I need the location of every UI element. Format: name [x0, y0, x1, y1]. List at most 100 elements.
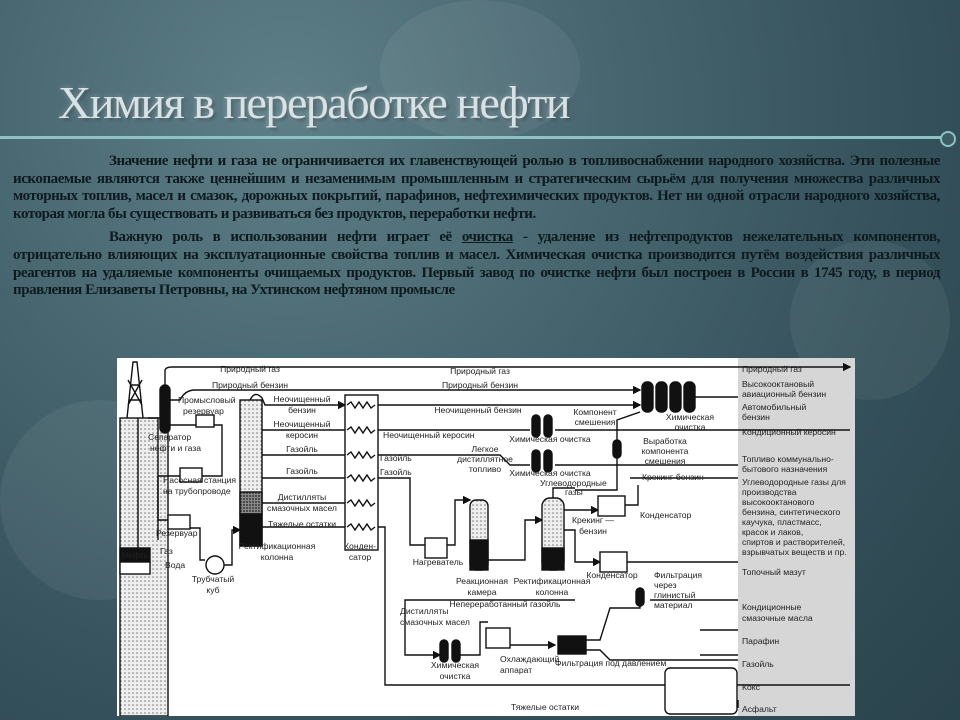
diagram-label: топливо [469, 464, 502, 474]
paragraph-1: Значение нефти и газа не ограничивается … [13, 153, 940, 222]
diagram-label: камера [468, 587, 497, 597]
diagram-label: бензин [288, 405, 316, 415]
divider-dot [940, 131, 956, 147]
diagram-label: бензин [579, 526, 607, 536]
background-bubble [380, 0, 580, 140]
outputs-column [738, 358, 855, 716]
diagram-label: Природный газ [450, 366, 510, 376]
field-reservoir [195, 414, 215, 428]
diagram-label: Дистилляты [400, 606, 448, 616]
refining-link[interactable]: очистка [461, 229, 513, 246]
cooling-apparatus [485, 627, 511, 649]
output-product-label: Природный газ [742, 364, 802, 374]
paragraph-2: Важную роль в использовании нефти играет… [13, 229, 940, 299]
diagram-label: Газойль [286, 444, 318, 454]
diagram-label: Неочищенный [273, 419, 330, 429]
condenser-2 [597, 495, 626, 517]
diagram-label: газы [565, 487, 583, 497]
diagram-label: Сепаратор [148, 432, 191, 442]
diagram-label: Природный бензин [212, 380, 288, 390]
diagram-label: смешения [645, 456, 686, 466]
output-product-label: бензина, синтетического [742, 507, 840, 517]
diagram-label: Тяжелые остатки [268, 519, 336, 529]
output-product-label: авиационный бензин [742, 389, 826, 399]
diagram-label: Неочищенный бензин [434, 405, 522, 415]
output-product-label: Высокооктановый [742, 379, 814, 389]
diagram-label: очистка [675, 422, 706, 432]
pressure-filter [557, 635, 587, 655]
diagram-label: смешения [575, 417, 616, 427]
diagram-label: Нефть [122, 550, 149, 560]
diagram-label: керосин [286, 430, 318, 440]
diagram-label: Конден- [344, 541, 376, 551]
diagram-label: резервуар [183, 406, 224, 416]
output-product-label: Асфальт [742, 704, 777, 714]
diagram-label: Крекинг — [572, 515, 614, 525]
diagram-label: Химическая [666, 412, 715, 422]
diagram-label: дистиллятное [457, 454, 513, 464]
diagram-label: Дистилляты [278, 492, 326, 502]
diagram-label: Газойль [380, 453, 412, 463]
diagram-label: Компонент [573, 407, 616, 417]
output-product-label: Парафин [742, 636, 779, 646]
diagram-label: очистка [440, 671, 471, 681]
diagram-label: колонна [536, 587, 569, 597]
diagram-label: Трубчатый [192, 574, 235, 584]
diagram-label: на трубопроводе [163, 486, 231, 496]
diagram-label: Фильтрация под давлением [555, 658, 666, 668]
diagram-outputs: Природный газВысокооктановыйавиационный … [742, 364, 847, 714]
diagram-label: Промысловый [178, 395, 236, 405]
diagram-label: Крекинг-бензин [642, 472, 704, 482]
output-product-label: Кондиционный керосин [742, 427, 836, 437]
diagram-label: Химическая очистка [509, 434, 591, 444]
diagram-label: смазочных масел [400, 617, 470, 627]
oil-derrick-icon [126, 361, 144, 419]
diagram-label: компонента [642, 446, 689, 456]
diagram-label: сатор [349, 552, 372, 562]
diagram-label: Газойль [380, 467, 412, 477]
diagram-label: Ректификационная [514, 576, 591, 586]
output-product-label: Углеводородные газы для [742, 477, 846, 487]
output-product-label: бензин [742, 412, 770, 422]
output-product-label: красок и лаков, [742, 527, 803, 537]
reservoir [167, 514, 191, 530]
diagram-label: Химическая [431, 660, 480, 670]
diagram-label: Природный бензин [442, 380, 518, 390]
output-product-label: Топливо коммунально- [742, 454, 834, 464]
output-product-label: каучука, пластмасс, [742, 517, 822, 527]
output-product-label: производства [742, 487, 797, 497]
diagram-label: Углеводородные [540, 478, 607, 488]
output-product-label: Топочный мазут [742, 567, 806, 577]
diagram-label: Ректификационная [239, 541, 316, 551]
diagram-label: аппарат [500, 665, 532, 675]
diagram-label: через [654, 580, 677, 590]
pumping-station [179, 467, 203, 483]
diagram-label: Резервуар [156, 528, 198, 538]
output-product-label: взрывчатых веществ и пр. [742, 547, 847, 557]
diagram-label: Фильтрация [654, 570, 702, 580]
diagram-label: Насосная станция [163, 475, 236, 485]
diagram-label: нефти и газа [150, 443, 201, 453]
diagram-label: Вода [165, 560, 185, 570]
output-product-label: спиртов и растворителей, [742, 537, 845, 547]
diagram-label: Нагреватель [413, 557, 464, 567]
diagram-label: колонна [261, 552, 294, 562]
output-product-label: Газойль [742, 659, 774, 669]
condenser-3 [599, 551, 628, 573]
diagram-label: Непереработанный газойль [449, 599, 561, 609]
diagram-label: Охлаждающий [500, 654, 560, 664]
body-text: Значение нефти и газа не ограничивается … [13, 153, 940, 306]
diagram-label: глинистый [654, 590, 696, 600]
output-product-label: смазочные масла [742, 613, 813, 623]
diagram-label: материал [654, 600, 693, 610]
diagram-label: Легкое [472, 444, 499, 454]
title-divider [0, 136, 944, 139]
diagram-label: Неочищенный [273, 394, 330, 404]
diagram-label: смазочных масел [267, 503, 337, 513]
diagram-label: Химическая очистка [509, 468, 591, 478]
paragraph-2-end: - удаление из нефтепродуктов нежелательн… [13, 229, 940, 299]
slide-title: Химия в переработке нефти [58, 77, 570, 128]
